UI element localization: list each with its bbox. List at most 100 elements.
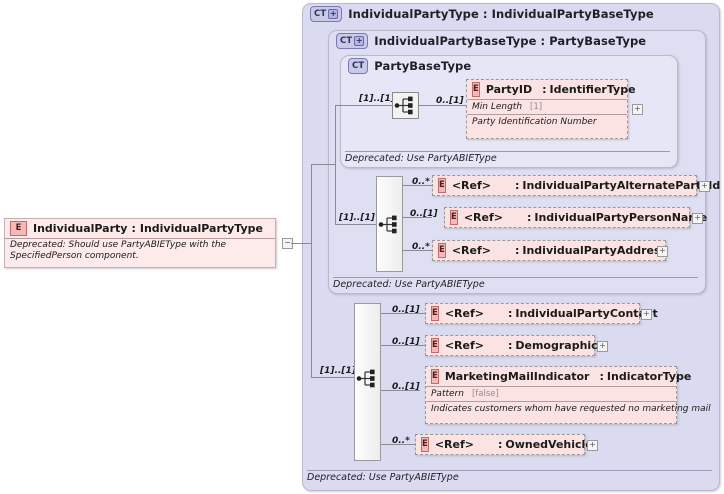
ct-icon-plus: +	[328, 9, 339, 19]
element-icon: E	[438, 243, 446, 258]
connector-branch2-to-seq1	[335, 105, 392, 106]
element-ref-contact-name: <Ref>	[444, 307, 484, 320]
cardinality-address: 0..*	[412, 242, 430, 252]
expand-icon[interactable]: +	[699, 181, 710, 192]
element-ref-alternatepartyid-separator: :	[514, 179, 520, 192]
container-individualpartybasetype-base: PartyBaseType	[549, 34, 647, 48]
sequence-compositor-partybasetype[interactable]	[392, 92, 419, 119]
element-individualparty-separator: :	[131, 222, 136, 235]
element-ref-individualpartycontact[interactable]: E <Ref> : IndividualPartyContact	[425, 303, 658, 324]
ct-icon-label: CT	[314, 9, 327, 19]
connector-seq2-row3	[403, 250, 432, 251]
expand-icon[interactable]: +	[657, 246, 668, 257]
connector-seq1-to-partyid	[419, 105, 467, 106]
connector-branch2-vert	[335, 105, 336, 224]
element-individualparty-title: E IndividualParty : IndividualPartyType	[5, 219, 275, 238]
element-ref-personname-title: E <Ref> : IndividualPartyPersonName	[445, 208, 707, 227]
ct-icon-plus: +	[354, 36, 365, 46]
complextype-expandable-icon[interactable]: CT+	[336, 33, 369, 49]
element-icon: E	[431, 306, 439, 321]
element-ref-demographics-name: <Ref>	[444, 339, 484, 352]
connector-root-horizontal	[291, 243, 311, 244]
element-partyid-separator: :	[542, 83, 547, 96]
cardinality-alternatepartyid: 0..*	[412, 177, 430, 187]
cardinality-ownedvehicle: 0..*	[392, 436, 410, 446]
element-partyid[interactable]: E PartyID : IdentifierType Min Length[1]…	[466, 79, 636, 139]
element-icon: E	[472, 82, 480, 97]
complextype-expandable-icon[interactable]: CT+	[310, 6, 343, 22]
connector-seq3-row4	[381, 444, 415, 445]
complextype-icon[interactable]: CT	[348, 58, 369, 74]
element-partyid-type: IdentifierType	[549, 83, 636, 96]
element-marketingmailindicator[interactable]: E MarketingMailIndicator : IndicatorType…	[425, 366, 711, 424]
container-individualpartytype-base: IndividualPartyBaseType	[491, 7, 654, 21]
container-individualpartybasetype-header: CT+ IndividualPartyBaseType : PartyBaseT…	[336, 33, 646, 49]
element-individualparty-name: IndividualParty	[33, 222, 128, 235]
expand-icon[interactable]: +	[641, 309, 652, 320]
element-ref-address-name: <Ref>	[451, 244, 491, 257]
element-ref-demographics[interactable]: E <Ref> : Demographics	[425, 335, 604, 356]
element-ref-ownedvehicle-separator: :	[497, 438, 503, 451]
container-partybasetype-footer: Deprecated: Use PartyABIEType	[345, 151, 670, 164]
ct-icon-label: CT	[352, 61, 365, 71]
sequence-icon	[394, 96, 413, 115]
element-partyid-facet-value: [1]	[530, 102, 543, 112]
expand-icon[interactable]: +	[587, 440, 598, 451]
container-individualpartytype-name: IndividualPartyType	[348, 7, 479, 21]
element-ref-alternatepartyid-name: <Ref>	[451, 179, 491, 192]
connector-trunk-to-branch2	[311, 164, 335, 165]
expand-icon[interactable]: +	[632, 104, 643, 115]
element-ref-ownedvehicle-type: OwnedVehicle	[505, 438, 593, 451]
cardinality-seq1: [1]..[1]	[359, 94, 395, 104]
element-marketingmailindicator-facet-value: [false]	[471, 389, 499, 399]
element-marketingmailindicator-facet-label: Pattern	[431, 389, 464, 399]
element-ref-individualpartyaddress[interactable]: E <Ref> : IndividualPartyAddress	[432, 240, 667, 261]
cardinality-partyid: 0..[1]	[436, 96, 464, 106]
element-marketingmailindicator-documentation: Indicates customers whom have requested …	[426, 401, 711, 416]
element-partyid-title: E PartyID : IdentifierType	[467, 80, 636, 99]
element-ref-ownedvehicle[interactable]: E <Ref> : OwnedVehicle	[415, 434, 593, 455]
element-ref-contact-type: IndividualPartyContact	[515, 307, 658, 320]
cardinality-personname: 0..[1]	[410, 209, 438, 219]
element-ref-personname-type: IndividualPartyPersonName	[534, 211, 708, 224]
element-individualparty-type: IndividualPartyType	[139, 222, 264, 235]
sequence-icon	[378, 215, 397, 234]
element-marketingmailindicator-separator: :	[599, 370, 604, 383]
container-individualpartytype-header: CT+ IndividualPartyType : IndividualPart…	[310, 6, 654, 22]
element-icon: E	[421, 437, 429, 452]
ct-icon-label: CT	[340, 36, 353, 46]
connector-branch2-to-seq2	[335, 224, 376, 225]
container-individualpartybasetype-separator: :	[540, 34, 546, 48]
sequence-compositor-individualpartybasetype[interactable]	[376, 176, 403, 272]
connector-root-trunk	[311, 164, 312, 377]
element-marketingmailindicator-facet: Pattern [false]	[426, 386, 676, 401]
container-partybasetype-name: PartyBaseType	[374, 59, 472, 73]
element-marketingmailindicator-title: E MarketingMailIndicator : IndicatorType	[426, 367, 691, 386]
connector-seq3-row1	[381, 313, 425, 314]
sequence-compositor-individualpartytype[interactable]	[354, 303, 381, 461]
cardinality-demographics: 0..[1]	[392, 337, 420, 347]
element-ref-contact-title: E <Ref> : IndividualPartyContact	[426, 304, 658, 323]
element-individualparty[interactable]: E IndividualParty : IndividualPartyType …	[4, 218, 276, 268]
element-ref-individualpartypersonname[interactable]: E <Ref> : IndividualPartyPersonName	[444, 207, 707, 228]
element-icon: E	[431, 369, 439, 384]
element-ref-demographics-type: Demographics	[515, 339, 605, 352]
expand-icon[interactable]: +	[692, 213, 703, 224]
sequence-icon	[356, 369, 375, 388]
element-ref-ownedvehicle-name: <Ref>	[434, 438, 474, 451]
element-icon: E	[438, 178, 446, 193]
connector-seq2-row2	[403, 217, 432, 218]
element-ref-contact-separator: :	[507, 307, 513, 320]
element-ref-address-separator: :	[514, 244, 520, 257]
connector-seq2-row1	[403, 185, 432, 186]
container-partybasetype-header: CT PartyBaseType	[348, 58, 471, 74]
element-partyid-facet: Min Length[1]	[467, 99, 627, 114]
container-individualpartybasetype-footer: Deprecated: Use PartyABIEType	[333, 277, 698, 290]
element-marketingmailindicator-name: MarketingMailIndicator	[444, 370, 590, 383]
expand-icon[interactable]: +	[597, 341, 608, 352]
container-individualpartytype-footer: Deprecated: Use PartyABIEType	[307, 470, 712, 483]
container-individualpartybasetype-name: IndividualPartyBaseType	[374, 34, 537, 48]
connector-seq3-row3	[381, 390, 420, 391]
element-ref-individualpartyalternatepartyid[interactable]: E <Ref> : IndividualPartyAlternatePartyI…	[432, 175, 720, 196]
